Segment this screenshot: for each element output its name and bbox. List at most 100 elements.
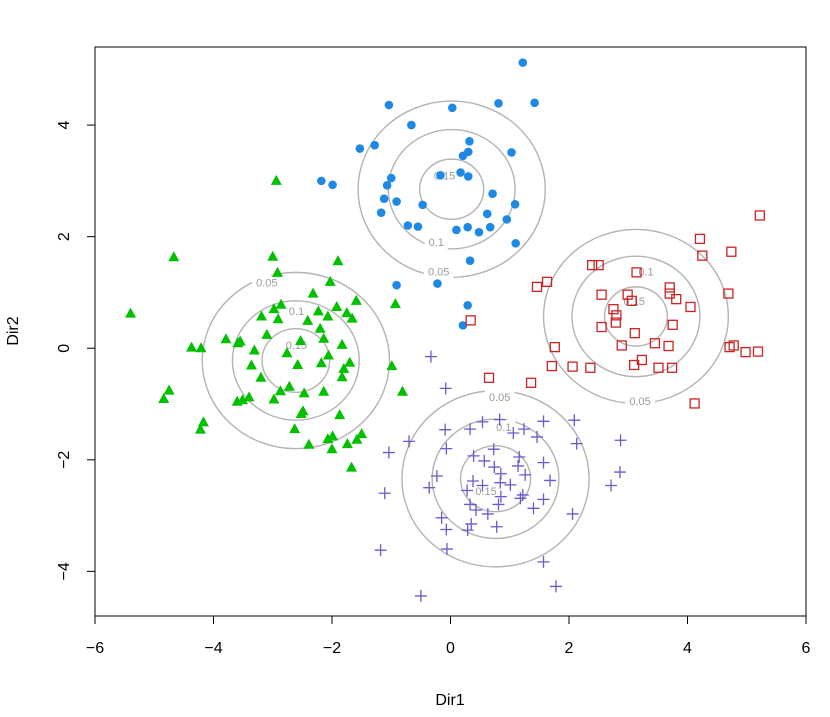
data-point (494, 99, 503, 108)
data-point (461, 484, 474, 497)
contour-label: 0.05 (428, 266, 449, 278)
data-point (610, 317, 621, 328)
data-point (386, 360, 398, 371)
data-point (376, 208, 386, 217)
data-point (125, 307, 137, 318)
data-point (464, 423, 477, 436)
x-tick-label: −4 (204, 640, 222, 657)
data-point (728, 340, 739, 351)
data-point (613, 466, 626, 479)
data-point (440, 543, 453, 556)
data-point (740, 346, 751, 358)
data-point (465, 315, 476, 326)
data-point (370, 140, 379, 150)
data-point (653, 362, 664, 373)
data-point (476, 415, 489, 428)
data-point (350, 294, 362, 305)
series-triangle (125, 174, 409, 472)
data-point (439, 423, 452, 436)
data-point (689, 398, 700, 409)
data-point (307, 287, 319, 298)
data-point (389, 298, 401, 309)
data-point (336, 338, 348, 349)
data-point (616, 340, 627, 351)
data-point (413, 222, 423, 231)
y-tick-label: 0 (56, 344, 73, 353)
data-point (605, 479, 618, 492)
data-point (525, 377, 537, 388)
contour-label: 0.1 (289, 306, 304, 318)
data-point (461, 524, 474, 537)
data-point (382, 181, 392, 190)
contour-label-bg (484, 389, 515, 404)
contour-label: 0.05 (256, 277, 277, 289)
data-point (614, 434, 627, 447)
data-point (283, 380, 295, 391)
data-point (463, 300, 472, 310)
data-point (272, 313, 284, 324)
contour-label-bg (284, 303, 309, 318)
data-point (328, 180, 337, 190)
data-point (195, 342, 207, 353)
data-point (586, 259, 598, 271)
data-point (346, 312, 358, 323)
data-point (355, 144, 365, 153)
data-point (430, 469, 443, 482)
data-point (667, 319, 678, 330)
data-point (481, 507, 494, 520)
data-point (322, 433, 334, 444)
data-point (295, 408, 307, 419)
data-point (723, 288, 734, 299)
data-point (220, 333, 232, 344)
data-point (483, 372, 495, 383)
data-point (463, 222, 472, 232)
data-point (315, 357, 327, 368)
data-point (322, 349, 334, 360)
data-point (332, 255, 344, 266)
data-point (482, 209, 492, 219)
data-point (232, 337, 244, 348)
data-point (629, 328, 640, 339)
data-point (463, 172, 473, 181)
data-point (382, 446, 395, 459)
x-tick-label: −2 (323, 640, 341, 657)
data-point (447, 103, 457, 113)
data-point (537, 493, 550, 506)
x-tick-label: −6 (86, 640, 104, 657)
data-point (568, 414, 581, 427)
data-point (312, 305, 324, 316)
x-tick-label: 4 (683, 640, 692, 657)
data-point (298, 387, 310, 398)
data-point (324, 275, 336, 286)
data-point (488, 189, 497, 199)
data-point (465, 256, 475, 265)
data-point (255, 371, 267, 382)
data-point (608, 304, 619, 315)
contour-label-bg (625, 394, 655, 409)
data-point (452, 225, 461, 235)
data-point (663, 340, 674, 352)
data-point (664, 282, 675, 293)
data-point (488, 461, 501, 474)
data-point (490, 520, 503, 533)
data-point (502, 215, 512, 224)
data-point (433, 279, 442, 288)
data-point (289, 423, 301, 434)
contour-line (603, 286, 669, 347)
contour-line (231, 300, 360, 421)
y-tick-label: 4 (56, 121, 73, 130)
data-point (531, 281, 543, 293)
data-point (386, 173, 396, 183)
data-point (295, 334, 307, 345)
contour-label-bg (424, 235, 448, 250)
data-point (326, 443, 338, 454)
data-point (351, 433, 363, 444)
contour-label: 0.1 (638, 266, 653, 278)
data-point (465, 136, 474, 146)
data-point (494, 476, 507, 489)
data-point (519, 468, 532, 481)
contour-label: 0.1 (496, 422, 511, 434)
data-point (513, 451, 526, 464)
